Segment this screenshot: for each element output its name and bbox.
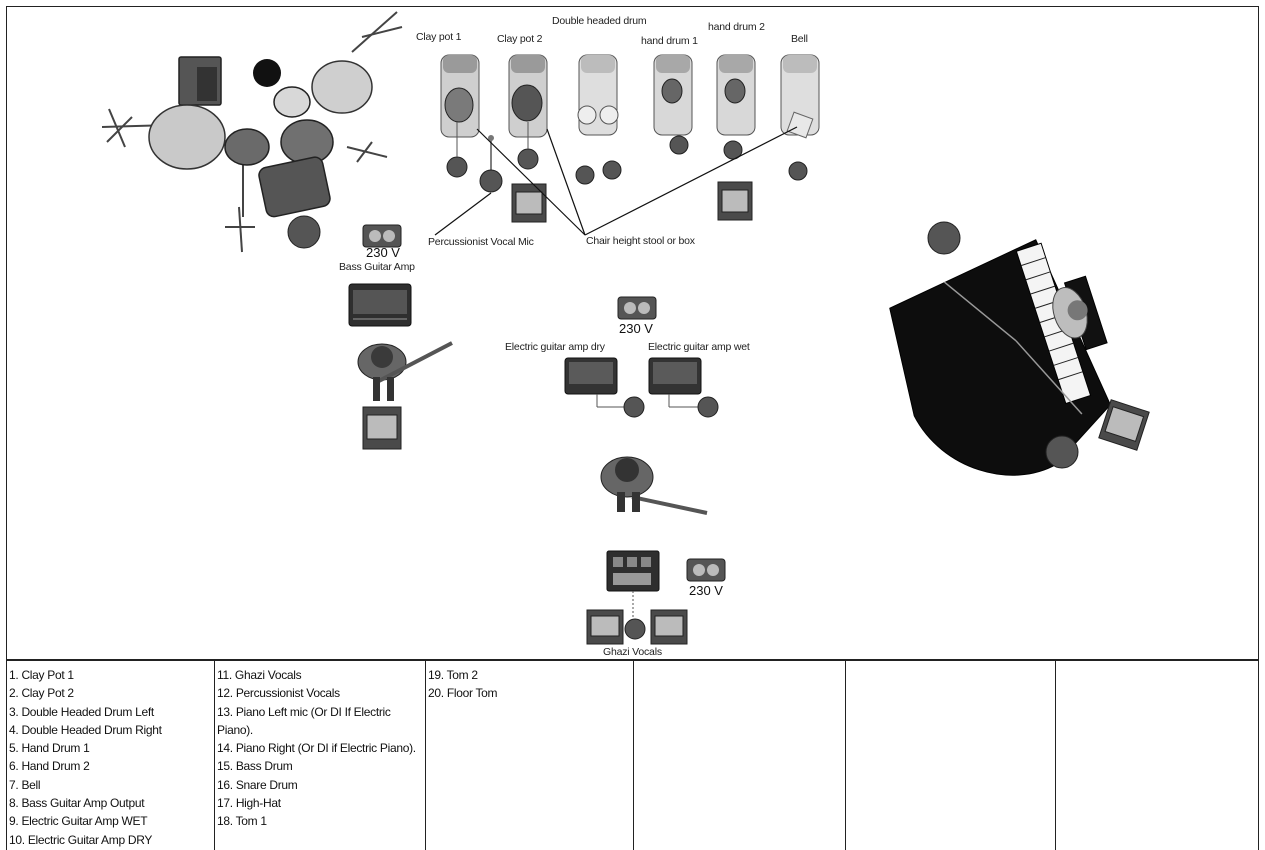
channel-list-column-4 (634, 661, 846, 850)
stage-plot: Clay pot 1 Clay pot 2 Double headed drum… (6, 6, 1259, 660)
channel-entry: 16. Snare Drum (217, 777, 298, 792)
channel-entry: 14. Piano Right (Or DI if Electric Piano… (217, 741, 416, 756)
bass-guitar-amp (348, 283, 412, 327)
channel-entry: 11. Ghazi Vocals (217, 668, 302, 682)
channel-list-column-2: 11. Ghazi Vocals 12. Percussionist Vocals… (215, 661, 426, 850)
percussionist-mic-head (488, 135, 494, 141)
channel-list-column-6 (1056, 661, 1258, 850)
chair-hand-drum-1 (653, 54, 693, 155)
chair-double-headed-drum (575, 54, 622, 185)
channel-list-table: 1. Clay Pot 1 2. Clay Pot 2 3. Double Head… (6, 660, 1259, 850)
stage-drawing (101, 11, 1150, 645)
channel-entry: 15. Bass Drum (217, 759, 293, 774)
channel-list-column-5 (846, 661, 1056, 850)
electric-guitarist (600, 456, 708, 515)
channel-entry: 12. Percussionist Vocals (217, 686, 340, 701)
chair-clay-pot-1 (440, 54, 480, 178)
channel-list-column-3: 19. Tom 2 20. Floor Tom (426, 661, 634, 850)
channel-entry: 17. High-Hat (217, 796, 281, 811)
chair-bell (780, 54, 820, 181)
channel-entry: 8. Bass Guitar Amp Output (9, 796, 145, 811)
label-electric-amp-dry: Electric guitar amp dry (505, 341, 605, 353)
channel-entry: 3. Double Headed Drum Left (9, 704, 154, 719)
ghazi-vocal-mic (624, 618, 646, 640)
label-double-headed-drum: Double headed drum (552, 15, 647, 27)
label-clay-pot-2: Clay pot 2 (497, 33, 543, 45)
channel-entry: 19. Tom 2 (428, 668, 478, 682)
channel-list-column-1: 1. Clay Pot 1 2. Clay Pot 2 3. Double Head… (7, 661, 215, 850)
bass-guitarist (357, 341, 453, 401)
label-hand-drum-1: hand drum 1 (641, 35, 698, 47)
electric-amp-dry (564, 357, 645, 418)
amp-wet-mic (697, 396, 719, 418)
grand-piano (889, 239, 1111, 476)
channel-entry: 9. Electric Guitar Amp WET (9, 814, 148, 829)
label-bass-guitar-amp: Bass Guitar Amp (339, 261, 415, 273)
bass-drum (258, 156, 331, 218)
electric-amp-wet (648, 357, 719, 418)
channel-entry: 6. Hand Drum 2 (9, 759, 90, 774)
ride-cymbal (311, 60, 373, 114)
power-outlet-1 (362, 224, 402, 248)
power-outlet-3 (686, 558, 726, 582)
annotation-lines (434, 126, 798, 236)
channel-entry: 13. Piano Left mic (Or DI If Electric Pi… (217, 704, 391, 737)
label-ghazi-vocals: Ghazi Vocals (603, 646, 662, 658)
label-chair-stool: Chair height stool or box (586, 235, 695, 247)
pedalboard (606, 550, 660, 619)
label-clay-pot-1: Clay pot 1 (416, 31, 462, 43)
percussionist-mic-base (479, 169, 503, 193)
channel-entry: 1. Clay Pot 1 (9, 668, 74, 682)
piano-right-mic (1045, 435, 1079, 469)
label-outlet-1: 230 V (366, 245, 400, 260)
percussion-area (434, 54, 820, 236)
channel-entry: 10. Electric Guitar Amp DRY (9, 832, 153, 847)
channel-entry: 4. Double Headed Drum Right (9, 722, 162, 737)
channel-entry: 5. Hand Drum 1 (9, 741, 90, 756)
channel-entry: 7. Bell (9, 777, 41, 792)
chair-clay-pot-2 (508, 54, 548, 170)
floor-tom-drum (224, 128, 270, 166)
label-electric-amp-wet: Electric guitar amp wet (648, 341, 750, 353)
bass-drum-mic (287, 215, 321, 249)
channel-entry: 2. Clay Pot 2 (9, 686, 74, 701)
drum-kit (101, 11, 403, 253)
piano-left-mic (927, 221, 961, 255)
crash-cymbal-left (148, 104, 226, 170)
label-percussionist-vocal-mic: Percussionist Vocal Mic (428, 236, 534, 248)
label-bell: Bell (791, 33, 808, 45)
piano-monitor (1098, 399, 1150, 451)
power-outlet-2 (617, 296, 657, 320)
channel-entry: 20. Floor Tom (428, 686, 498, 701)
channel-entry: 18. Tom 1 (217, 814, 267, 829)
amp-dry-mic (623, 396, 645, 418)
tom-drum (280, 119, 334, 165)
chair-hand-drum-2 (716, 54, 756, 160)
label-outlet-3: 230 V (689, 583, 723, 598)
hi-hat (273, 86, 311, 118)
label-outlet-2: 230 V (619, 321, 653, 336)
drum-kit-mic (253, 59, 281, 87)
drum-monitor-speaker-cone (197, 67, 217, 101)
label-hand-drum-2: hand drum 2 (708, 21, 765, 33)
